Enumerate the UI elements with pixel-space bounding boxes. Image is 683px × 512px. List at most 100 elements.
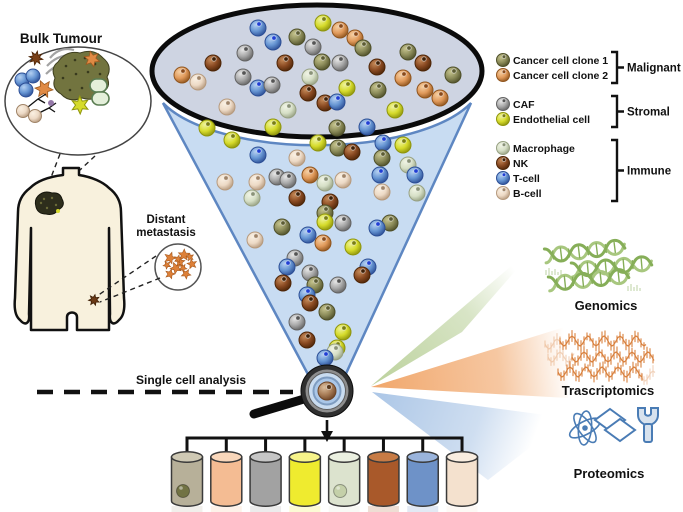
analyzed-cell xyxy=(317,381,337,401)
cell-nk xyxy=(274,274,292,292)
human-body xyxy=(13,166,126,332)
genomics-beam xyxy=(371,237,545,386)
tcell-cluster-icon xyxy=(14,68,41,98)
tube-nk xyxy=(367,451,400,512)
cell-bcell xyxy=(189,73,207,91)
genomics-label: Genomics xyxy=(575,298,638,313)
bulk-tumour-oval xyxy=(4,46,152,156)
cell-nk xyxy=(496,156,510,170)
legend-item-bcell: B-cell xyxy=(496,186,542,200)
legend-group-label: Immune xyxy=(627,166,671,178)
cell-endo xyxy=(394,136,412,154)
purple-dot-icon xyxy=(48,100,54,106)
cell-caf xyxy=(329,276,347,294)
cell-bcell xyxy=(334,171,352,189)
distant-metastasis-label-line2: metastasis xyxy=(136,227,195,239)
tube-clone2 xyxy=(210,451,243,512)
cell-endo xyxy=(338,79,356,97)
legend-item-endo: Endothelial cell xyxy=(496,112,590,126)
cell-clone2 xyxy=(301,166,319,184)
cell-bcell xyxy=(246,231,264,249)
legend-item-nk: NK xyxy=(496,156,529,170)
tube-clone1 xyxy=(170,451,204,512)
cell-nk xyxy=(368,58,386,76)
cell-clone1 xyxy=(354,39,372,57)
legend-item-label: Cancer cell clone 2 xyxy=(513,70,608,82)
legend-item-label: NK xyxy=(513,158,529,170)
cell-macro xyxy=(243,189,261,207)
legend-item-caf: CAF xyxy=(496,97,535,111)
tube-macro xyxy=(327,451,361,512)
cell-clone1 xyxy=(329,139,347,157)
legend-item-label: Cancer cell clone 1 xyxy=(513,55,608,67)
green-cells-icon xyxy=(89,78,110,106)
cell-nk xyxy=(276,54,294,72)
cell-tcell xyxy=(358,118,376,136)
tubes-group xyxy=(170,451,479,512)
tube-manifold xyxy=(185,436,464,457)
rna-wave-icon xyxy=(544,330,656,385)
cell-clone1 xyxy=(399,43,417,61)
dashed-connector-metastasis xyxy=(96,255,161,303)
cell-clone2 xyxy=(173,66,191,84)
cell-caf xyxy=(304,38,322,56)
cell-endo xyxy=(223,131,241,149)
cell-endo xyxy=(264,118,282,136)
cell-caf xyxy=(263,76,281,94)
cell-caf xyxy=(496,97,510,111)
chest-tumour xyxy=(34,191,64,215)
legend-item-clone1: Cancer cell clone 1 xyxy=(496,53,608,67)
cell-clone2 xyxy=(394,69,412,87)
cell-tcell xyxy=(368,219,386,237)
tube-endo xyxy=(288,451,322,512)
legend-item-label: Macrophage xyxy=(513,143,575,155)
cell-clone2 xyxy=(496,68,510,82)
legend: Cancer cell clone 1 Cancer cell clone 2 Ma… xyxy=(496,50,681,203)
cell-nk xyxy=(301,294,319,312)
cell-macro xyxy=(301,68,319,86)
magnifier-icon xyxy=(249,364,354,419)
hip-metastasis-spot xyxy=(87,293,101,307)
cell-endo xyxy=(198,119,216,137)
cell-caf xyxy=(236,44,254,62)
cell-clone1 xyxy=(444,66,462,84)
legend-bracket xyxy=(611,50,624,85)
cell-endo xyxy=(309,134,327,152)
protein-shapes-icon xyxy=(568,407,659,446)
cell-clone1 xyxy=(318,303,336,321)
cell-clone1 xyxy=(288,28,306,46)
legend-item-label: Endothelial cell xyxy=(513,114,590,126)
cell-nk xyxy=(288,189,306,207)
single-cell-analysis-label: Single cell analysis xyxy=(136,373,246,387)
cell-endo xyxy=(386,101,404,119)
metastasis-circle xyxy=(154,243,202,291)
cell-nk xyxy=(316,94,334,112)
microarray-plates-icon xyxy=(593,407,637,443)
tube-tcell xyxy=(406,451,439,512)
legend-group-label: Malignant xyxy=(627,63,681,75)
tube-caf xyxy=(249,451,282,512)
legend-bracket xyxy=(611,94,624,129)
cell-caf xyxy=(334,214,352,232)
cell-clone1 xyxy=(369,81,387,99)
cell-clone1 xyxy=(373,149,391,167)
cell-tcell xyxy=(406,166,424,184)
cell-tcell xyxy=(249,146,267,164)
cell-macro xyxy=(408,184,426,202)
cell-bcell xyxy=(288,149,306,167)
cell-endo xyxy=(334,323,352,341)
trascriptomics-label: Trascriptomics xyxy=(562,383,655,398)
legend-item-label: T-cell xyxy=(513,173,540,185)
tube-bcell xyxy=(445,451,479,512)
cell-nk xyxy=(299,84,317,102)
cell-bcell xyxy=(496,186,510,200)
cell-bcell xyxy=(248,173,266,191)
cell-tcell xyxy=(496,171,510,185)
cell-nk xyxy=(298,331,316,349)
cell-macro xyxy=(279,101,297,119)
cell-clone1 xyxy=(496,53,510,67)
legend-item-macro: Macrophage xyxy=(496,141,575,155)
legend-bracket xyxy=(611,138,624,203)
cell-nk xyxy=(353,266,371,284)
legend-item-tcell: T-cell xyxy=(496,171,540,185)
